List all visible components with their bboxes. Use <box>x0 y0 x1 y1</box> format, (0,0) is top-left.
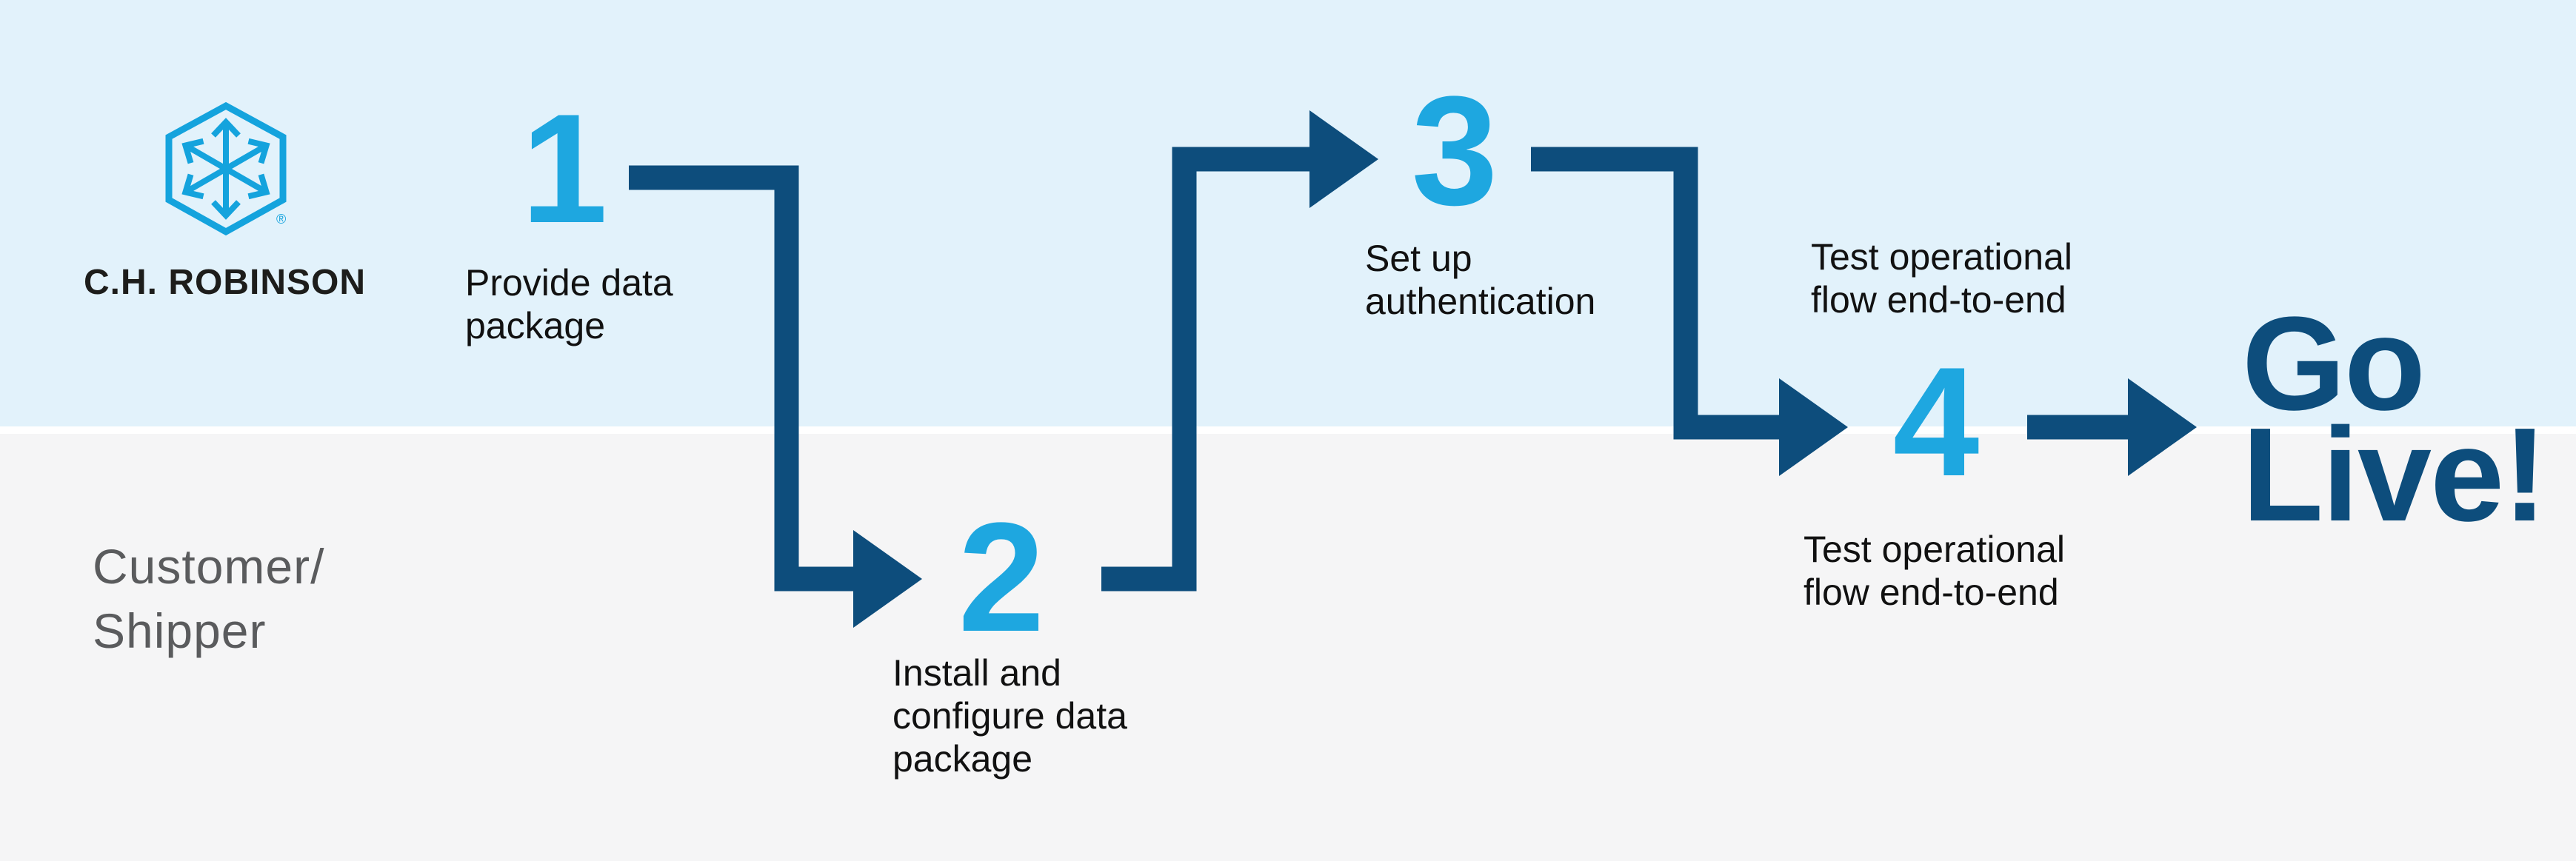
step-2-label-line: package <box>892 738 1033 780</box>
logo-radial-arrows <box>181 118 270 220</box>
step-2-number: 2 <box>958 490 1045 664</box>
step-1-number: 1 <box>521 81 608 255</box>
step-4-label-bottom-line: flow end-to-end <box>1803 572 2059 613</box>
step-4-label-top-line: flow end-to-end <box>1811 279 2066 321</box>
chrobinson-lane-band <box>0 0 2576 426</box>
step-2-label-line: Install and <box>892 652 1061 694</box>
arrow-step3-to-step4-icon <box>1531 147 1848 476</box>
go-live-line: Live! <box>2242 401 2547 549</box>
step-2-label-line: configure data <box>892 695 1127 737</box>
arrow-step2-to-step3-icon <box>1101 110 1378 592</box>
go-live-line: Go <box>2242 289 2426 438</box>
step-4-label-top: Test operational flow end-to-end <box>1811 235 2072 321</box>
step-3-label: Set up authentication <box>1365 237 1595 323</box>
arrow-step1-to-step2-icon <box>629 165 922 628</box>
lane-label-line: Customer/ <box>93 539 325 594</box>
step-4-label-bottom: Test operational flow end-to-end <box>1803 528 2065 614</box>
lane-label-line: Shipper <box>93 603 267 658</box>
step-3-number: 3 <box>1411 64 1498 238</box>
chr-logo-hexagon-icon: ® <box>159 96 293 244</box>
step-4-label-top-line: Test operational <box>1811 236 2073 278</box>
lane-divider <box>0 426 2576 434</box>
step-4-number: 4 <box>1892 335 1980 509</box>
step-1-label-line: Provide data <box>465 262 673 304</box>
step-1-label: Provide data package <box>465 261 673 347</box>
step-3-label-line: authentication <box>1365 281 1596 322</box>
step-1-label-line: package <box>465 305 606 346</box>
brand-wordmark: C.H. ROBINSON <box>84 263 367 302</box>
arrow-step4-to-golive-icon <box>2027 378 2197 476</box>
lane-label-customer-shipper: Customer/ Shipper <box>93 535 324 663</box>
registered-trademark-symbol: ® <box>276 212 286 227</box>
step-3-label-line: Set up <box>1365 238 1472 279</box>
step-4-label-bottom-line: Test operational <box>1803 529 2066 570</box>
go-live-finish-label: Go Live! <box>2242 289 2547 549</box>
step-2-label: Install and configure data package <box>892 651 1127 780</box>
customer-lane-band <box>0 434 2576 861</box>
